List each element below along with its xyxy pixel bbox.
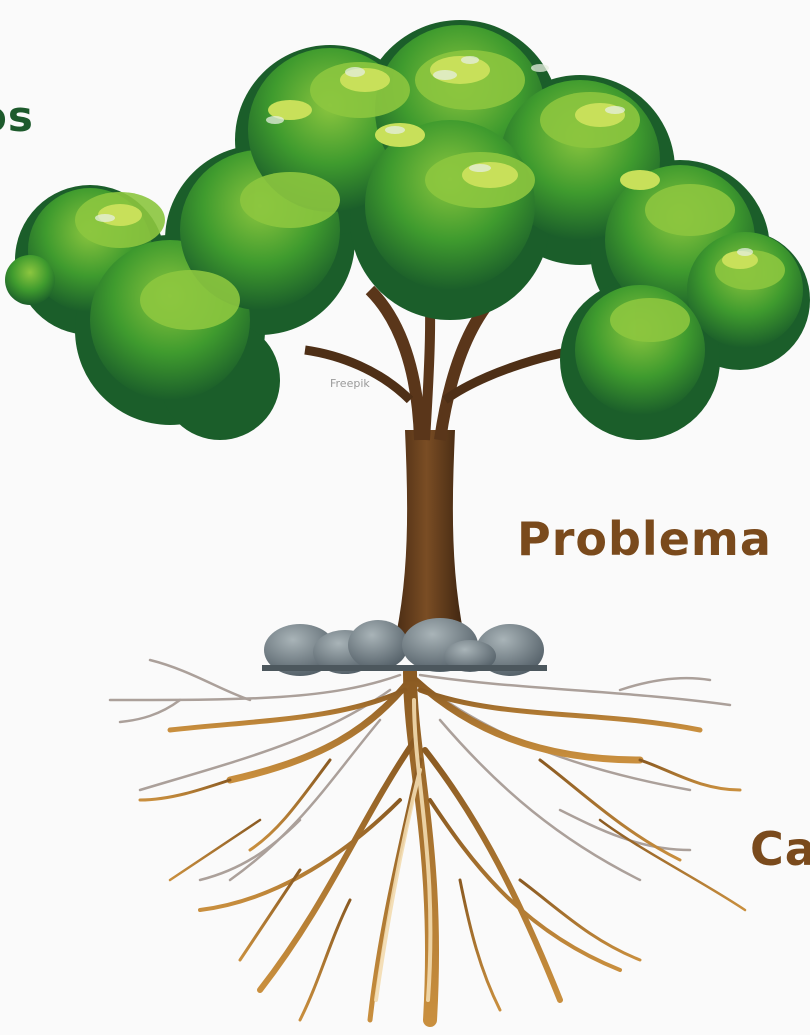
watermark-text: Freepik [330,377,370,390]
causes-label: Ca [750,822,810,876]
problem-label: Problema [517,512,772,566]
effects-label: os [0,92,34,141]
roots [110,660,745,1020]
trunk [305,270,590,640]
